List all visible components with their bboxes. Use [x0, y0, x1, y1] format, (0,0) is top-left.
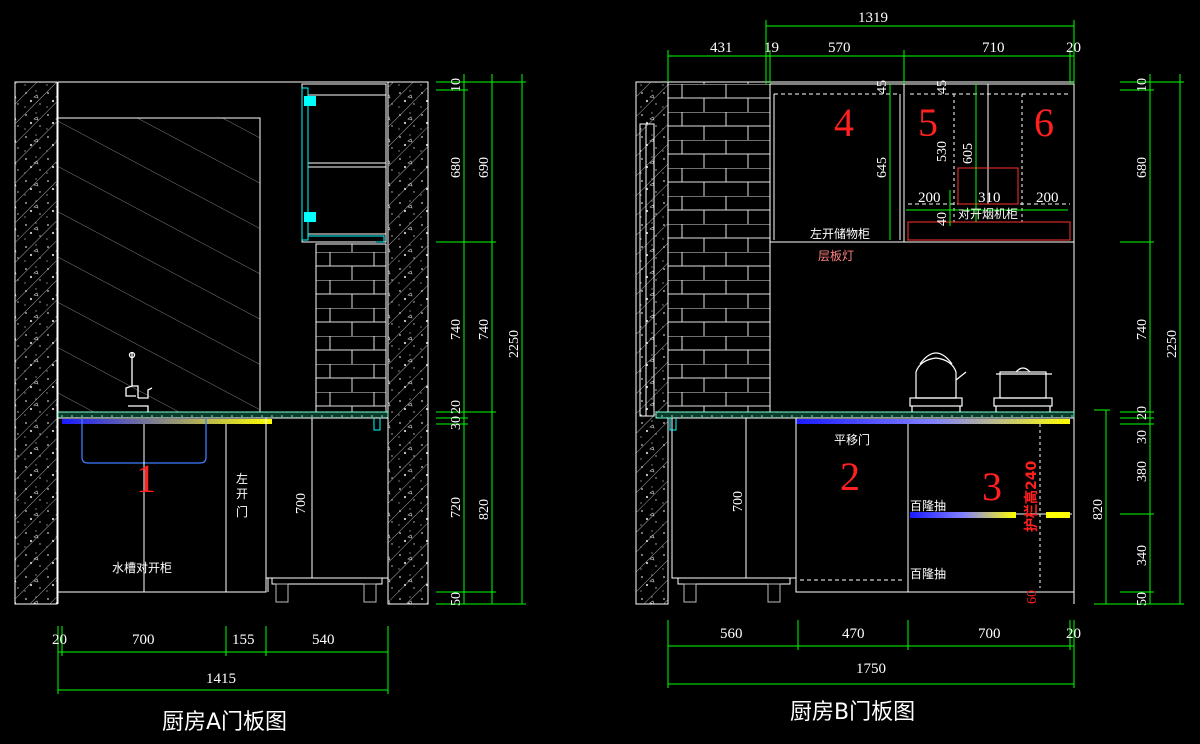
dim-b-570: 570	[828, 40, 851, 56]
cabinet-number-1: 1	[136, 456, 156, 501]
dim-b-r10: 10	[1135, 78, 1150, 92]
dim-b-r380: 380	[1135, 461, 1150, 482]
dim-a-r820: 820	[477, 499, 492, 520]
dim-b-r20: 20	[1135, 406, 1150, 420]
dim-b-r50: 50	[1135, 592, 1150, 606]
cabinet-number-2: 2	[840, 454, 860, 499]
dim-b-r740: 740	[1135, 319, 1150, 340]
dim-a-r690: 690	[477, 157, 492, 178]
dim-b-431: 431	[710, 40, 733, 56]
bottom-dims-a	[57, 626, 389, 694]
dim-b-530: 530	[935, 141, 950, 162]
drawer-label-2: 百隆抽	[910, 566, 946, 581]
dim-b-200b: 200	[1036, 190, 1059, 206]
dim-b-20top: 20	[1066, 40, 1081, 56]
dim-b-710: 710	[982, 40, 1005, 56]
kettle-icon	[909, 352, 967, 412]
dim-b-19: 19	[764, 40, 779, 56]
dim-b-r680: 680	[1135, 157, 1150, 178]
sink-cabinet-label: 水槽对开柜	[112, 561, 172, 575]
shelf-light-label: 层板灯	[818, 249, 854, 263]
dim-a-r10: 10	[449, 78, 464, 92]
drawing-b-title: 厨房B门板图	[790, 700, 915, 725]
dim-b-45a: 45	[875, 80, 890, 94]
wall-cabinet-a	[301, 83, 387, 243]
window-a	[57, 117, 261, 415]
dim-a-r740b: 740	[477, 319, 492, 340]
drawing-a: 1 左 开 门 水槽对开柜 700 20 700 155 540 1415	[14, 74, 526, 735]
inner-dim-b: 700	[731, 491, 746, 512]
hood-cabinet-label: 对开烟机柜	[958, 207, 1018, 221]
hood-cabinet	[903, 83, 1075, 243]
dim-a-r680: 680	[449, 157, 464, 178]
inner-dim-a: 700	[294, 493, 309, 514]
dim-b-645: 645	[875, 157, 890, 178]
left-door-label-3: 门	[236, 504, 248, 519]
dim-a-155: 155	[232, 632, 255, 648]
dim-b-470: 470	[842, 626, 865, 642]
dim-b-total-height: 2250	[1165, 330, 1180, 358]
cabinet-number-6: 6	[1034, 100, 1054, 145]
dim-a-total-height: 2250	[507, 330, 522, 358]
drawer-label-1: 百隆抽	[910, 498, 946, 513]
dim-b-45b: 45	[935, 80, 950, 94]
cabinet-number-3: 3	[982, 464, 1002, 509]
right-dims-b	[1094, 74, 1184, 605]
drawing-b: 4 5 6 2 3 45 45 645 530 605 200 310 200 …	[635, 10, 1184, 725]
hinge-icon	[304, 212, 316, 222]
left-door-label-1: 左	[236, 471, 248, 486]
countertop-a	[57, 411, 389, 419]
dim-a-r30: 30	[449, 416, 464, 430]
upper-inner-dims	[889, 84, 1068, 240]
drawing-a-title: 厨房A门板图	[162, 710, 287, 735]
dim-b-700b: 700	[978, 626, 1001, 642]
dim-a-total: 1415	[206, 671, 236, 687]
brick-column-b	[667, 81, 771, 415]
hinge-icon	[304, 96, 316, 106]
base-cabinets-a	[57, 417, 389, 593]
bottom-dims-b	[667, 620, 1075, 688]
dim-a-r20: 20	[449, 400, 464, 414]
sliding-door-label: 平移门	[834, 432, 870, 447]
dim-b-605: 605	[961, 143, 976, 164]
dim-a-700: 700	[132, 632, 155, 648]
dim-b-top-total: 1319	[858, 10, 888, 26]
dim-b-r820: 820	[1091, 499, 1106, 520]
dim-a-r50: 50	[449, 592, 464, 606]
dim-a-r740: 740	[449, 319, 464, 340]
light-strip-a	[62, 419, 272, 424]
dim-b-20bot: 20	[1066, 626, 1081, 642]
light-strip-b	[796, 419, 1070, 424]
dim-b-560: 560	[720, 626, 743, 642]
storage-cabinet-label: 左开储物柜	[810, 226, 870, 241]
left-door-label-2: 开	[236, 487, 248, 501]
countertop-b	[655, 411, 1075, 419]
dim-b-60: 60	[1025, 590, 1040, 604]
dim-b-total: 1750	[856, 661, 886, 677]
cabinet-number-4: 4	[834, 100, 854, 145]
dim-a-20: 20	[52, 632, 67, 648]
tile-wall-a	[315, 243, 387, 415]
right-dims-a	[436, 74, 526, 605]
dim-b-200a: 200	[918, 190, 941, 206]
dim-b-r340: 340	[1135, 545, 1150, 566]
guard-label: 护栏高240	[1023, 461, 1040, 532]
cabinet-number-5: 5	[918, 100, 938, 145]
top-dims-b	[667, 20, 1075, 84]
dim-b-r30: 30	[1135, 430, 1150, 444]
pot-icon	[993, 367, 1053, 412]
dim-a-540: 540	[312, 632, 335, 648]
dim-b-310: 310	[978, 190, 1001, 206]
dim-a-r720: 720	[449, 497, 464, 518]
faucet-icon	[125, 351, 153, 412]
dim-b-40: 40	[935, 212, 950, 226]
